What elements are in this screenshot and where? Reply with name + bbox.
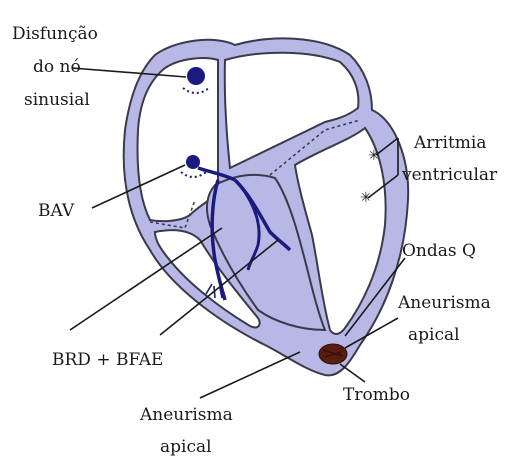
- label-arritmia-line1: Arritmia: [413, 133, 487, 153]
- label-aneurisma-right-line1: Aneurisma: [397, 293, 491, 313]
- label-sinus-line1: Disfunção: [12, 24, 98, 44]
- label-trombo: Trombo: [343, 385, 410, 405]
- leader-aneurisma-bottom: [200, 352, 300, 398]
- leader-trombo: [340, 364, 365, 382]
- label-aneurisma-bottom-line2: apical: [160, 437, 212, 457]
- label-aneurisma-bottom-line1: Aneurisma: [139, 405, 233, 425]
- label-arritmia-line2: ventricular: [401, 165, 498, 185]
- label-sinus-line2: do nó: [33, 57, 81, 77]
- arrhythmia-marker-upper: ✳: [368, 148, 380, 164]
- label-aneurisma-right-line2: apical: [408, 325, 460, 345]
- av-node: [186, 155, 200, 169]
- arrhythmia-marker-lower: ✳: [360, 190, 372, 206]
- sinus-node: [187, 67, 205, 85]
- label-bav: BAV: [38, 201, 75, 221]
- label-ondas-q: Ondas Q: [402, 241, 476, 261]
- label-brd-bfae: BRD + BFAE: [52, 350, 163, 370]
- label-sinus-line3: sinusial: [24, 90, 90, 110]
